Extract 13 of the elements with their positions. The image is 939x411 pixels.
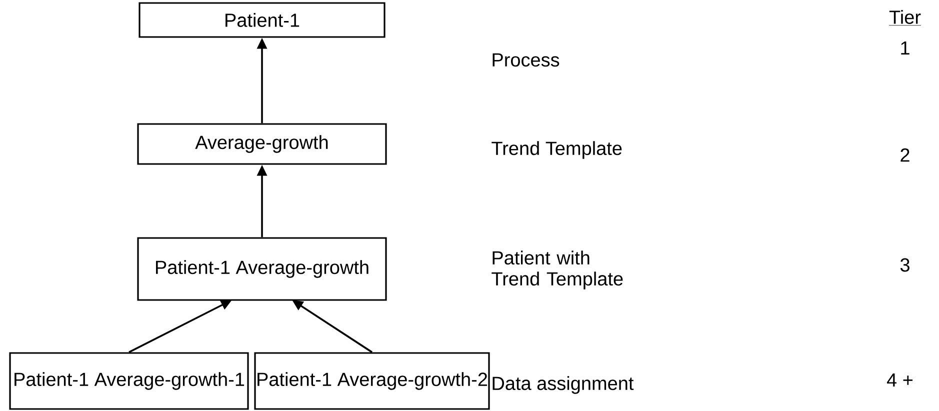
process-box: Patient-1 Average-growth-2	[254, 352, 490, 410]
tier-number: 4 +	[886, 373, 912, 387]
level-label: Trend Template	[492, 141, 622, 159]
tier-number: 2	[900, 148, 910, 162]
process-box: Patient-1 Average-growth-1	[9, 352, 249, 410]
level-label: Process	[492, 53, 560, 67]
level-label: Patient with Trend Template	[492, 250, 623, 290]
process-box: Average-growth	[137, 123, 387, 165]
tier-number: 3	[900, 258, 910, 272]
process-box: Patient-1 Average-growth	[137, 237, 387, 301]
column-heading: Tier	[888, 10, 922, 26]
tier-number: 1	[901, 41, 910, 55]
process-box: Patient-1	[138, 2, 386, 38]
